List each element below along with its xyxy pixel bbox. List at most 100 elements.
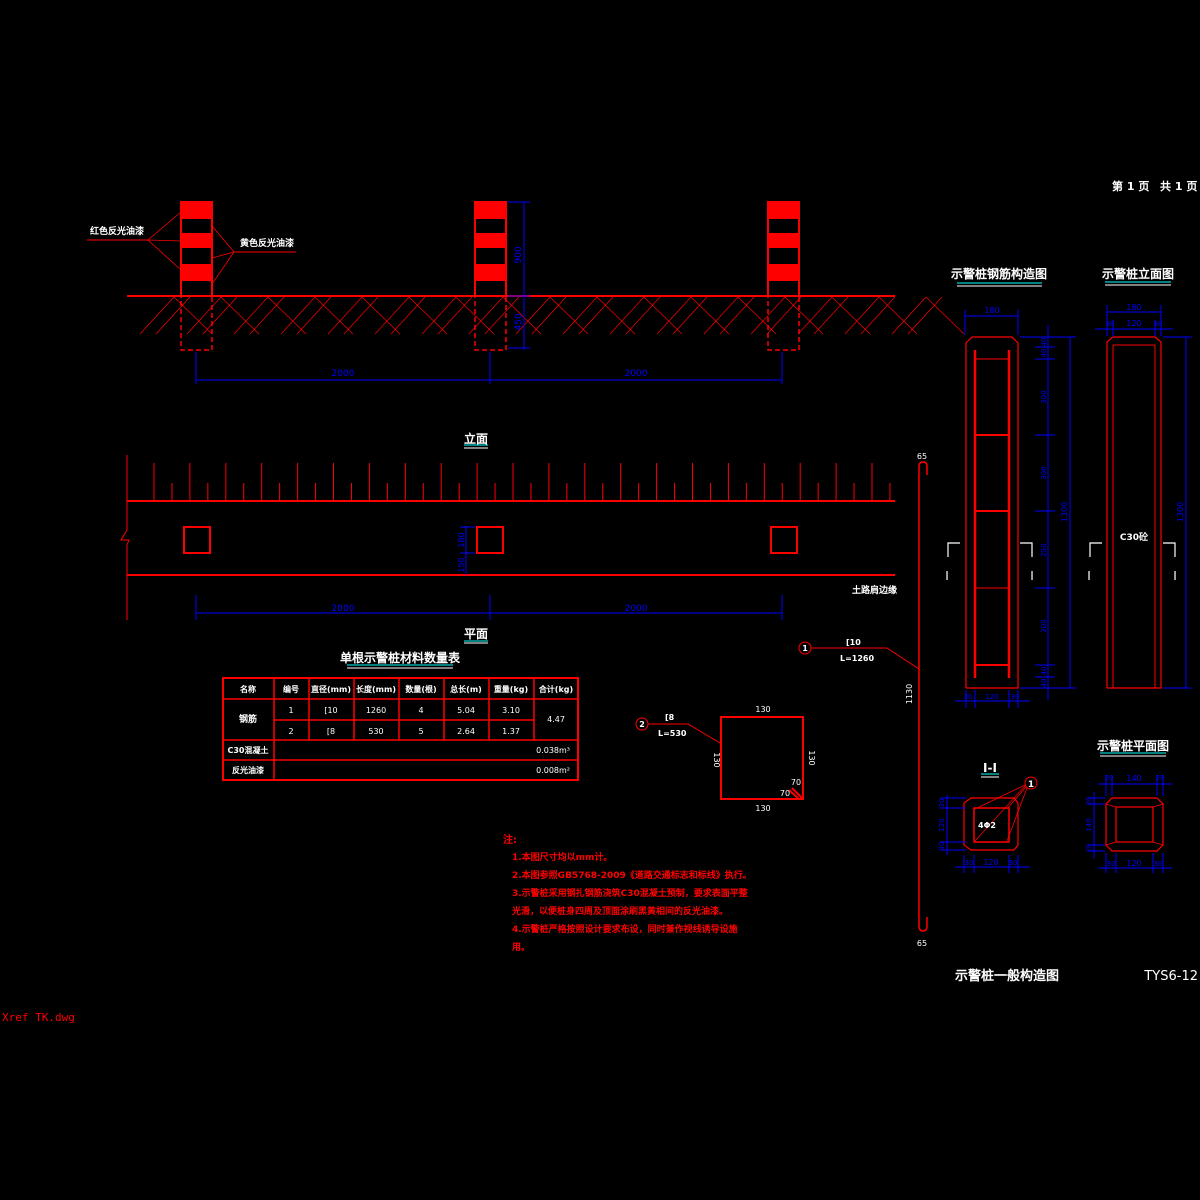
- section-dim: 30: [1009, 859, 1018, 867]
- red-stripe: [181, 202, 212, 219]
- red-stripe: [475, 264, 506, 281]
- pile-plan-dim: 20: [1105, 774, 1114, 782]
- dim-180: 180: [457, 532, 466, 547]
- section-i-i: I-I 1 4Φ2 30 120 30 30 120 30: [938, 761, 1038, 873]
- pile-elevation-view: 示警桩立面图 180 30 120 30 1300 C30砼 I I: [1087, 266, 1192, 689]
- hatch-line: [891, 296, 927, 335]
- hatch-line: [361, 296, 401, 335]
- rebar-detail-title: 示警桩钢筋构造图: [950, 266, 1047, 281]
- pile-sub-dim: 120: [1126, 319, 1141, 328]
- post-1: [180, 201, 213, 351]
- cell-film-value: 0.008m²: [536, 766, 570, 775]
- header-total-len: 总长(m): [450, 684, 482, 694]
- rebar2-right: 130: [807, 750, 816, 765]
- rebar1-dia: [10: [846, 638, 861, 647]
- pile-plan-dim: 30: [1154, 860, 1163, 868]
- rebar2-length: L=530: [658, 729, 687, 738]
- rebar2-top: 130: [755, 705, 770, 714]
- red-stripe: [475, 202, 506, 219]
- hatch-line: [531, 296, 567, 335]
- hatch-line: [784, 296, 824, 335]
- post-3: [767, 201, 800, 351]
- cell-dia: [8: [327, 727, 335, 736]
- hatch-line: [831, 296, 871, 335]
- post-2: [474, 201, 507, 351]
- header-weight: 重量(kg): [494, 684, 528, 694]
- pile-plan-dim: 140: [1085, 818, 1093, 831]
- cell-film: 反光油漆: [232, 765, 264, 775]
- hatch-line: [220, 296, 260, 335]
- hatch-line: [280, 296, 316, 335]
- rebar-construction-view: 示警桩钢筋构造图 180 40 40 300 300 250 200 40 40: [945, 266, 1076, 708]
- rebar-bottom-dim: 30: [964, 693, 973, 701]
- drawing-number: TYS6-12: [1143, 969, 1198, 984]
- pile-height: 1300: [1176, 502, 1185, 522]
- hatch-line: [549, 296, 589, 335]
- rebar-dim: 40: [1040, 667, 1048, 676]
- hatch-line: [267, 296, 307, 335]
- rebar-bottom-dim: 30: [1011, 693, 1020, 701]
- hatch-line: [155, 296, 191, 335]
- note-2: 2.本图参照GB5768-2009《道路交通标志和标线》执行。: [512, 869, 752, 881]
- rebar-dim: 300: [1040, 466, 1048, 479]
- pile-plan-dim: 20: [1085, 844, 1093, 853]
- header-len: 长度(mm): [356, 684, 396, 694]
- hatch-line: [515, 296, 551, 335]
- hatch-line: [625, 296, 661, 335]
- hatch-line: [925, 296, 965, 335]
- section-dim: 120: [938, 818, 946, 831]
- cell-total-len: 5.04: [457, 706, 475, 715]
- hatch-line: [484, 296, 520, 335]
- ground-hatch: [139, 296, 965, 335]
- notes-title: 注:: [503, 833, 517, 846]
- cell-qty: 4: [418, 706, 423, 715]
- dim-150: 150: [457, 557, 466, 572]
- header-name: 名称: [240, 684, 256, 694]
- cell-dia: [10: [324, 706, 337, 715]
- buried-part: [474, 295, 507, 351]
- pile-plan-title: 示警桩平面图: [1096, 738, 1169, 753]
- hatch-line: [233, 296, 269, 335]
- label-yellow-film: 黄色反光油漆: [240, 237, 294, 249]
- cell-qty: 5: [418, 727, 423, 736]
- rebar-dim: 40: [1040, 679, 1048, 688]
- cell-len: 1260: [366, 706, 386, 715]
- xref-label: Xref TK.dwg: [2, 1011, 75, 1024]
- label-red-film: 红色反光油漆: [90, 225, 144, 237]
- cell-concrete-value: 0.038m³: [536, 746, 570, 755]
- pile-plan-view: 示警桩平面图 20 140 20 20 140 20 30 120 30: [1085, 738, 1172, 873]
- dim-900: 900: [514, 246, 524, 263]
- cell-no: 1: [288, 706, 293, 715]
- dim-450: 450: [514, 313, 524, 330]
- break-line: [120, 455, 130, 620]
- hatch-line: [878, 296, 918, 335]
- hatch-line: [314, 296, 354, 335]
- header-dia: 直径(mm): [311, 684, 351, 694]
- elevation-title: 立面: [464, 431, 488, 446]
- plan-view: 180 150 2000 2000 土路肩边缘: [120, 455, 897, 620]
- hatch-line: [408, 296, 448, 335]
- section-dim: 30: [965, 859, 974, 867]
- cell-total-len: 2.64: [457, 727, 475, 736]
- cell-rebar: 钢筋: [239, 713, 257, 725]
- page-number: 第 1 页: [1112, 179, 1149, 193]
- section-mark-left: I: [1087, 569, 1091, 583]
- rebar-1-detail: 1 [10 L=1260 65 65 1130: [798, 452, 928, 948]
- hatch-line: [186, 296, 222, 335]
- rebar-dim: 40: [1040, 349, 1048, 358]
- road-edge-label: 土路肩边缘: [852, 584, 897, 596]
- red-stripe: [475, 233, 506, 248]
- note-3: 3.示警桩采用钢扎钢筋浇筑C30混凝土预制，要求表面平整: [512, 887, 748, 899]
- warning-posts: [180, 201, 800, 351]
- drawing-title: 示警桩一般构造图: [955, 968, 1059, 984]
- rebar1-length: L=1260: [840, 654, 875, 663]
- hatch-line: [139, 296, 175, 335]
- cell-rebar-total: 4.47: [547, 715, 565, 724]
- plan-spacing-2: 2000: [625, 604, 648, 614]
- pile-material: C30砼: [1120, 531, 1149, 543]
- rebar1-len-dim: 1130: [905, 684, 914, 704]
- pile-sub-dim: 30: [1106, 320, 1115, 328]
- note-4-cont: 用。: [511, 942, 530, 953]
- section-bar-count: 4Φ2: [978, 821, 996, 830]
